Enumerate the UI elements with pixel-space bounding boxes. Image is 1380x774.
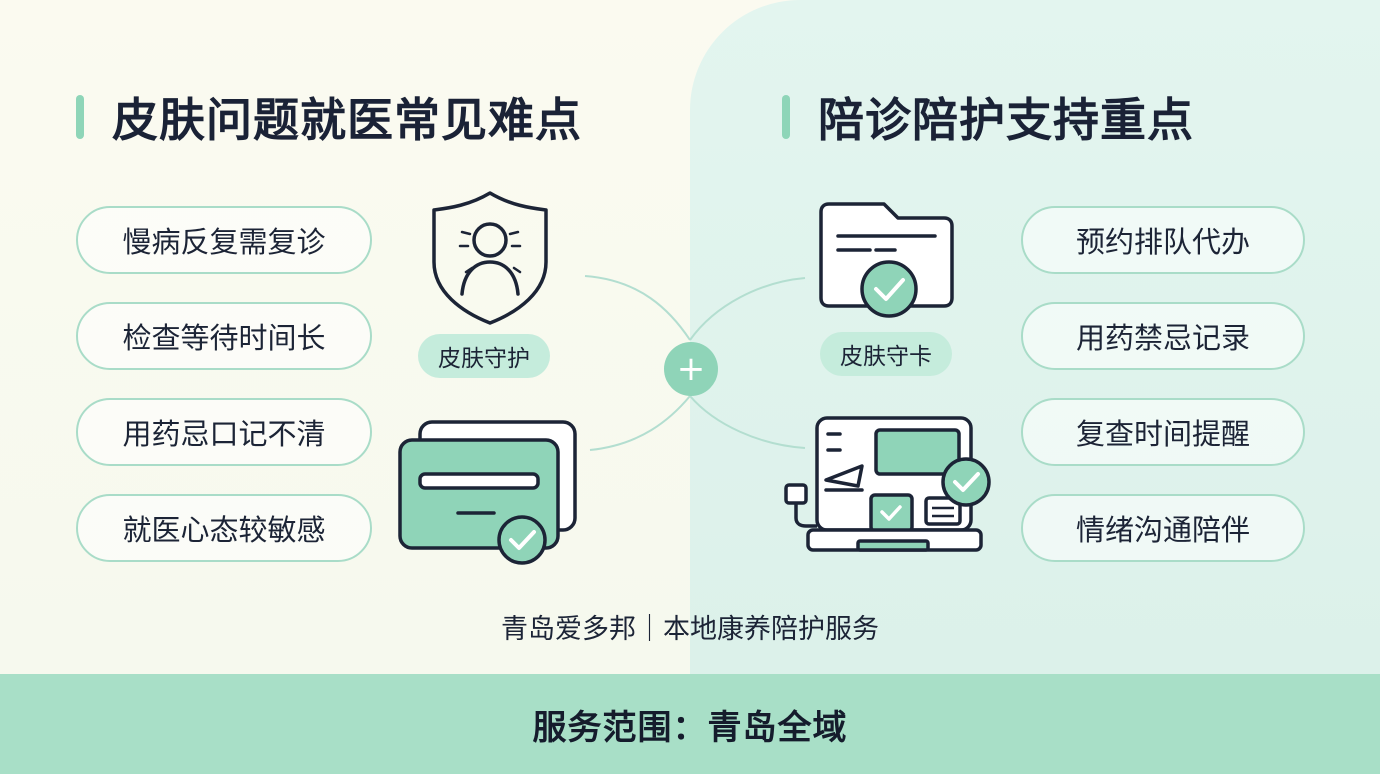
right-item-3: 复查时间提醒: [1021, 398, 1305, 466]
left-item-1: 慢病反复需复诊: [76, 206, 372, 274]
terminal-check-icon: [784, 416, 991, 552]
left-title: 皮肤问题就医常见难点: [76, 82, 582, 152]
left-title-text: 皮肤问题就医常见难点: [112, 93, 582, 147]
right-title-text: 陪诊陪护支持重点: [818, 93, 1194, 147]
plus-icon: +: [664, 342, 718, 396]
brand-line: 青岛爱多邦｜本地康养陪护服务: [501, 613, 879, 645]
right-item-2: 用药禁忌记录: [1021, 302, 1305, 370]
card-check-icon: [398, 420, 577, 565]
left-item-4: 就医心态较敏感: [76, 494, 372, 562]
left-title-accent-bar: [76, 95, 84, 139]
right-item-1: 预约排队代办: [1021, 206, 1305, 274]
right-title: 陪诊陪护支持重点: [782, 82, 1194, 152]
connector-lines: [584, 275, 806, 451]
footer-text: 服务范围：青岛全域: [532, 707, 848, 748]
left-item-2: 检查等待时间长: [76, 302, 372, 370]
right-title-accent-bar: [782, 95, 790, 139]
right-item-4: 情绪沟通陪伴: [1021, 494, 1305, 562]
left-icon-tag: 皮肤守护: [418, 334, 550, 378]
footer-banner: 服务范围：青岛全域: [0, 674, 1380, 774]
shield-person-icon: [432, 191, 548, 325]
left-item-3: 用药忌口记不清: [76, 398, 372, 466]
folder-check-icon: [819, 202, 954, 318]
illustrations: [398, 191, 991, 565]
right-icon-tag: 皮肤守卡: [820, 332, 952, 376]
